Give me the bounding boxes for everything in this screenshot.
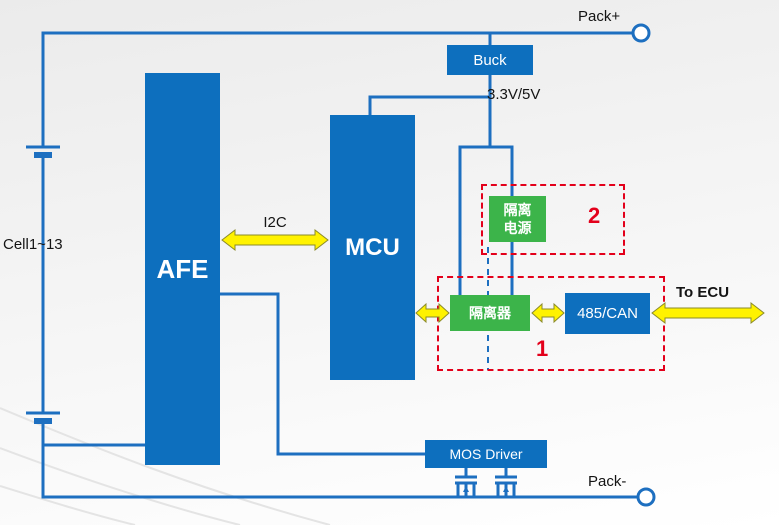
- pack-plus-label: Pack+: [578, 8, 621, 25]
- afe-mosdriver-wire: [220, 292, 425, 456]
- bottom-rail-wire: [41, 423, 638, 499]
- pack-plus-terminal: [631, 23, 651, 43]
- isolated-power-label-line2: 电源: [503, 220, 532, 236]
- buck-converter-block: Buck: [447, 45, 533, 75]
- mcu-isolator-arrow: [415, 302, 450, 324]
- mosfet-right: [495, 468, 517, 497]
- signal-arrows: [221, 228, 765, 325]
- callout-number-2: 2: [588, 203, 601, 228]
- transceiver-ecu-arrow: [651, 301, 765, 325]
- background-swoosh: [0, 407, 331, 525]
- i2c-arrow: [221, 228, 329, 252]
- mosfet-pair: [455, 468, 517, 497]
- mosfet-left: [455, 468, 477, 497]
- mcu-block: MCU: [330, 115, 415, 380]
- isolator-block: 隔离器: [450, 295, 530, 331]
- cell-stack-label: Cell1~13: [3, 236, 63, 253]
- i2c-bus-label: I2C: [263, 214, 287, 231]
- rail-voltage-label: 3.3V/5V: [487, 86, 541, 103]
- isolated-power-label-line1: 隔离: [503, 201, 532, 218]
- isolator-transceiver-arrow: [531, 302, 565, 324]
- pack-terminals: [631, 23, 656, 507]
- to-ecu-label: To ECU: [676, 284, 730, 301]
- top-rail-wire: [41, 31, 633, 146]
- isolation-group-box: [437, 276, 665, 371]
- mcu-supply-wire: [368, 95, 490, 115]
- pack-minus-terminal: [636, 487, 656, 507]
- afe-block: AFE: [145, 73, 220, 465]
- isolated-power-block: 隔离 电源: [489, 196, 546, 242]
- callout-number-1: 1: [536, 336, 549, 361]
- battery-symbol: [26, 145, 60, 424]
- mos-driver-block: MOS Driver: [425, 440, 547, 468]
- iso-power-group-box: [481, 184, 625, 255]
- pack-minus-label: Pack-: [588, 473, 627, 490]
- 485-can-transceiver-block: 485/CAN: [565, 293, 650, 334]
